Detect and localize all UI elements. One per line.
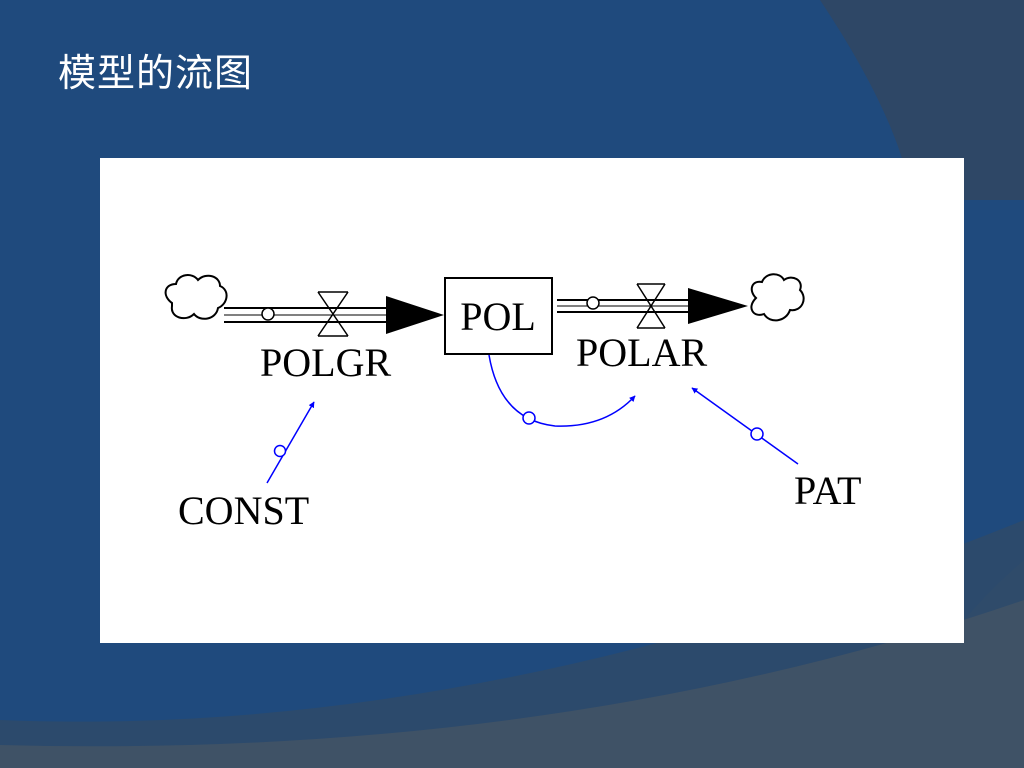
stock-label: POL: [460, 294, 536, 339]
stock-box: [444, 277, 553, 355]
constant-label-pat: PAT: [794, 468, 861, 513]
bottom-gray-band: [0, 600, 1024, 768]
link-pat-to-polar: [691, 387, 799, 465]
inflow-label: POLGR: [260, 340, 391, 385]
slide-title: 模型的流图: [58, 51, 254, 95]
constant-label-const: CONST: [178, 488, 309, 533]
link-pol-to-polar: [488, 354, 636, 427]
link-const-to-polgr: [266, 401, 315, 484]
inflow-pipe: [224, 296, 444, 334]
source-cloud-icon: [164, 274, 228, 320]
sink-cloud-icon: [750, 273, 805, 322]
outflow-valve-icon: [636, 283, 666, 329]
outflow-label: POLAR: [576, 330, 707, 375]
top-right-swoosh: [820, 0, 1024, 200]
outflow-pipe: [557, 288, 748, 324]
inflow-valve-icon: [317, 291, 349, 337]
stock-flow-diagram: POL POLGR POLAR: [100, 158, 964, 643]
outflow-arrowhead: [688, 288, 748, 324]
inflow-arrowhead: [386, 296, 444, 334]
